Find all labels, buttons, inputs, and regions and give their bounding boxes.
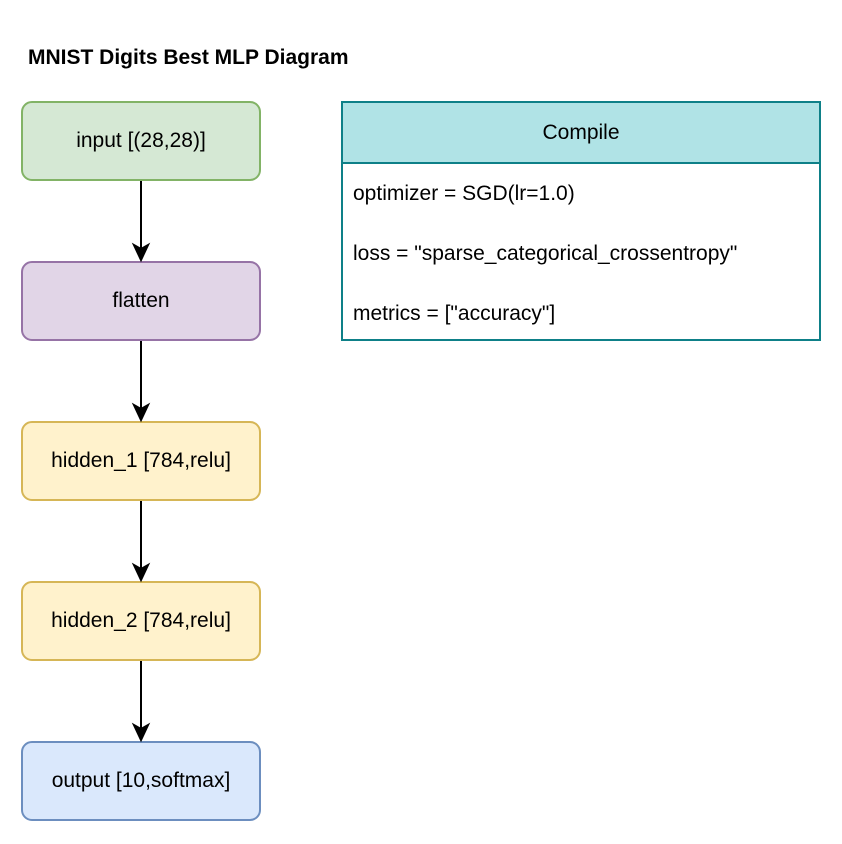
compile-loss-text: loss = "sparse_categorical_crossentropy" [353, 242, 738, 265]
compile-metrics-row: metrics = ["accuracy"] [343, 284, 819, 344]
hidden-2-layer-label: hidden_2 [784,relu] [51, 609, 231, 632]
arrow-hidden-1-to-hidden-2 [131, 501, 151, 583]
arrow-flatten-to-hidden-1 [131, 341, 151, 423]
compile-header: Compile [343, 103, 819, 164]
input-layer-label: input [(28,28)] [76, 129, 206, 152]
flatten-layer-node: flatten [21, 261, 261, 341]
arrow-hidden-2-to-output [131, 661, 151, 743]
hidden-1-layer-node: hidden_1 [784,relu] [21, 421, 261, 501]
hidden-1-layer-label: hidden_1 [784,relu] [51, 449, 231, 472]
compile-panel: Compile optimizer = SGD(lr=1.0) loss = "… [341, 101, 821, 341]
arrow-input-to-flatten [131, 181, 151, 263]
output-layer-node: output [10,softmax] [21, 741, 261, 821]
compile-metrics-text: metrics = ["accuracy"] [353, 302, 556, 325]
compile-optimizer-text: optimizer = SGD(lr=1.0) [353, 182, 575, 205]
hidden-2-layer-node: hidden_2 [784,relu] [21, 581, 261, 661]
diagram-title: MNIST Digits Best MLP Diagram [28, 46, 349, 69]
compile-optimizer-row: optimizer = SGD(lr=1.0) [343, 164, 819, 224]
flatten-layer-label: flatten [112, 289, 170, 312]
output-layer-label: output [10,softmax] [51, 769, 231, 792]
input-layer-node: input [(28,28)] [21, 101, 261, 181]
compile-header-label: Compile [542, 120, 620, 144]
compile-loss-row: loss = "sparse_categorical_crossentropy" [343, 224, 819, 284]
